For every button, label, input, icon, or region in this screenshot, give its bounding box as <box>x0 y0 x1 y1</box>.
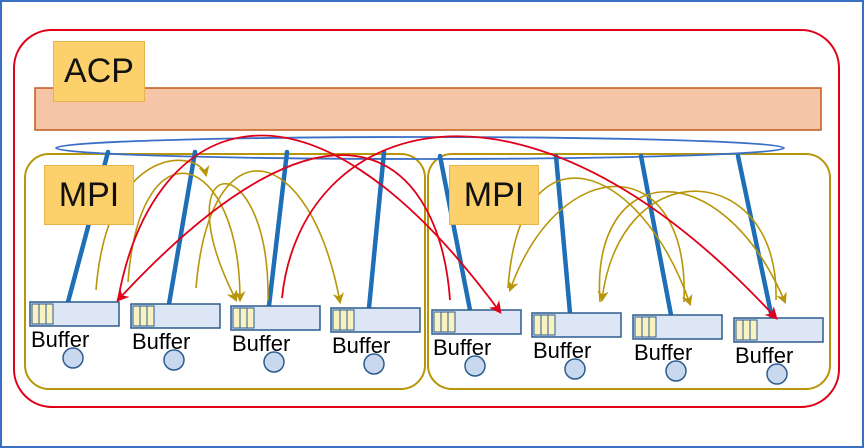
buffer-slot <box>346 309 355 331</box>
acp-label: ACP <box>53 41 145 102</box>
acp-arrows <box>116 134 778 320</box>
acp-container <box>13 29 840 408</box>
mpi-arrow <box>598 191 787 305</box>
buffer-label: Buffer <box>533 338 592 363</box>
buffer-label: Buffer <box>634 340 693 365</box>
process-node <box>62 347 84 369</box>
link-line <box>553 153 573 316</box>
mpi-group-left <box>24 153 426 390</box>
buffer-slot <box>332 309 341 331</box>
buffer-slot <box>38 303 47 325</box>
buffer-slot <box>641 316 650 338</box>
buffers <box>29 301 824 343</box>
link-line <box>437 153 473 313</box>
buffer-label: Buffer <box>232 331 291 356</box>
mpi-arrows <box>95 159 787 307</box>
acp-arrow <box>116 154 451 302</box>
buffer <box>330 307 421 333</box>
buffer-label: Buffer <box>31 327 90 352</box>
buffer-slot <box>433 311 442 333</box>
mpi-arrow <box>95 159 210 291</box>
process-node <box>766 363 788 385</box>
buffer <box>130 303 221 329</box>
process-node <box>363 353 385 375</box>
buffer-slot <box>440 311 449 333</box>
buffer-slot <box>533 314 542 336</box>
mpi-label-right: MPI <box>449 165 539 225</box>
buffer-slot <box>540 314 549 336</box>
buffer-slot <box>648 316 657 338</box>
buffer <box>29 301 120 327</box>
buffer-slot <box>735 319 744 341</box>
process-node <box>163 349 185 371</box>
mpi-group-right <box>427 153 831 390</box>
buffer-slot <box>742 319 751 341</box>
acp-arrow <box>281 135 778 320</box>
buffer-label: Buffer <box>735 343 794 368</box>
buffer <box>230 305 321 331</box>
buffer-label: Buffer <box>132 329 191 354</box>
link-line <box>735 153 775 321</box>
buffer-slot <box>132 305 141 327</box>
buffer <box>733 317 824 343</box>
buffer-slot <box>634 316 643 338</box>
mpi-arrow <box>597 190 777 303</box>
mpi-label-left: MPI <box>44 165 134 225</box>
buffer-slot <box>239 307 248 329</box>
buffer-label: Buffer <box>332 333 391 358</box>
link-line <box>166 149 198 307</box>
process-node <box>464 355 486 377</box>
buffer-slot <box>749 319 758 341</box>
link-line <box>266 149 290 309</box>
link-line <box>366 149 387 311</box>
buffer-slot <box>339 309 348 331</box>
process-node <box>564 358 586 380</box>
mpi-arrow <box>208 183 269 302</box>
acp-bar <box>34 87 822 131</box>
communication-ring <box>55 136 785 160</box>
process-node <box>665 360 687 382</box>
mpi-arrow <box>127 172 246 303</box>
buffer <box>531 312 622 338</box>
link-lines <box>65 149 775 321</box>
process-node <box>263 351 285 373</box>
buffer-slot <box>246 307 255 329</box>
buffer <box>431 309 522 335</box>
buffer-slot <box>447 311 456 333</box>
buffer-slot <box>45 303 54 325</box>
buffer-slot <box>146 305 155 327</box>
acp-arrow <box>117 134 502 315</box>
nodes <box>62 347 788 385</box>
mpi-arrow <box>195 170 344 305</box>
buffer-label: Buffer <box>433 335 492 360</box>
buffer-slot <box>139 305 148 327</box>
mpi-arrow <box>507 177 693 307</box>
buffer-slot <box>547 314 556 336</box>
buffer-slot <box>232 307 241 329</box>
buffer <box>632 314 723 340</box>
buffer-slot <box>31 303 40 325</box>
